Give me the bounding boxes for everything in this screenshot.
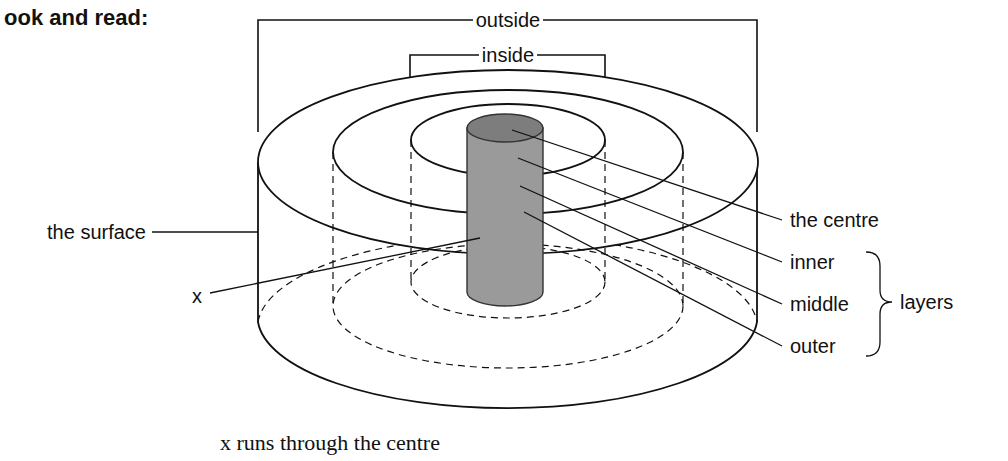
x-leader	[210, 238, 480, 293]
part-label: the centre	[790, 209, 879, 231]
centre-core-top	[467, 114, 543, 142]
part-label: the surface	[47, 221, 146, 243]
part-label: inner	[790, 251, 834, 273]
part-label: outside	[473, 9, 544, 31]
part-label: middle	[790, 293, 849, 315]
centre-core	[467, 128, 543, 306]
centre-leader	[512, 130, 782, 220]
surface-leader	[152, 231, 258, 232]
middle-leader	[520, 186, 782, 304]
part-label: inside	[479, 44, 537, 66]
part-label: outer	[790, 335, 836, 357]
inner-leader	[518, 158, 782, 262]
layers-brace	[866, 252, 892, 356]
outer-leader	[524, 212, 782, 346]
caption-text: x runs through the centre	[220, 431, 440, 455]
part-label: layers	[900, 291, 953, 313]
heading: ook and read:	[4, 6, 148, 30]
part-label: x	[192, 285, 202, 307]
